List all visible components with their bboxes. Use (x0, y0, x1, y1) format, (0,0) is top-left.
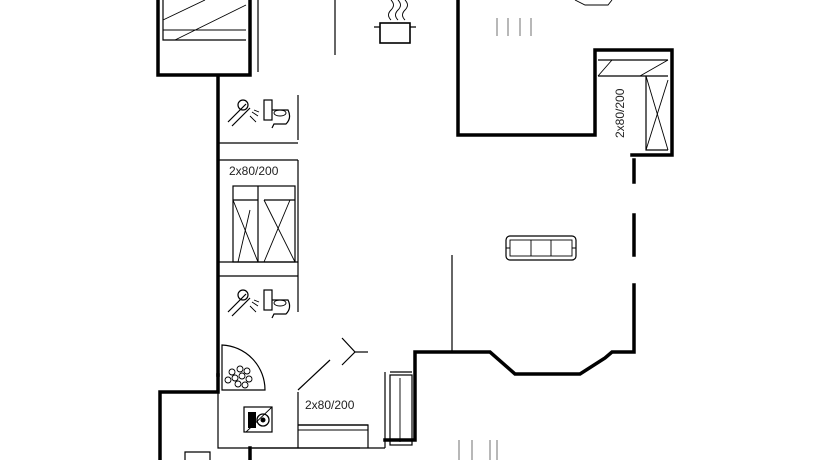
bathroom-bottom (227, 289, 291, 319)
toilet-icon (263, 99, 291, 129)
bunk-bed (232, 185, 296, 263)
bunk-bed (597, 59, 669, 151)
bed-size-label: 2x80/200 (229, 164, 279, 178)
bedroom-middle: 2x80/200 (229, 164, 296, 263)
bedroom-right: 2x80/200 (597, 59, 669, 151)
washing-machine-icon (243, 406, 273, 433)
living-room (505, 235, 577, 261)
bed-size-label: 2x80/200 (613, 88, 627, 138)
bathroom-top (227, 99, 291, 129)
wardrobe (389, 374, 413, 446)
bed-top-left (162, 0, 247, 41)
cooking-pot-icon (374, 0, 416, 44)
shower-icon (227, 99, 260, 127)
sauna (221, 344, 266, 391)
interior-walls (217, 0, 453, 449)
toilet-icon (263, 289, 291, 319)
bottom-marks (184, 440, 498, 460)
shower-icon (227, 289, 260, 317)
sofa-icon (505, 235, 577, 261)
sauna-stove-icon (224, 365, 253, 389)
kitchen (374, 0, 613, 44)
bed-size-label: 2x80/200 (305, 398, 355, 412)
bedroom-bottom: 2x80/200 (298, 374, 413, 446)
utility-room (243, 406, 273, 433)
single-bed-bottom (298, 424, 368, 431)
exterior-walls (156, 0, 674, 460)
